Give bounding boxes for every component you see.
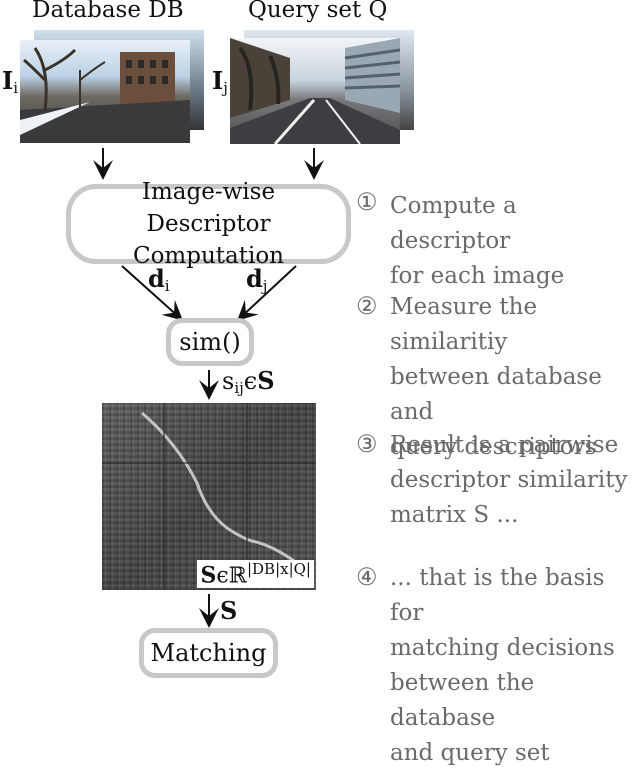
descriptor-box-line1: Image-wise (141, 179, 276, 205)
matching-box-label: Matching (150, 639, 267, 667)
arrows-layer (93, 148, 324, 628)
step-1-number: ① (356, 188, 378, 216)
query-image-label: Ij (212, 66, 228, 97)
database-image (20, 40, 190, 143)
database-header: Database DB (32, 0, 184, 23)
database-image-label: Ii (2, 66, 19, 97)
database-image-scene (20, 47, 190, 143)
step-2-number: ② (356, 292, 378, 320)
descriptor-computation-box: Image-wise Descriptor Computation (66, 179, 351, 269)
sim-box-label: sim() (179, 328, 241, 356)
step-4-number: ④ (356, 563, 378, 591)
similarity-element-label: sijϵS (222, 366, 275, 397)
query-image (230, 38, 400, 144)
descriptor-box-line2: Descriptor Computation (132, 211, 284, 269)
step-3-number: ③ (356, 430, 378, 458)
matrix-diagonal (102, 403, 316, 590)
arrow-di-to-sim (121, 265, 183, 321)
matching-box: Matching (139, 628, 278, 678)
similarity-matrix: Sϵℝ|DB|x|Q| (102, 403, 316, 590)
descriptor-dj-label: dj (246, 264, 268, 295)
arrow-dj-to-sim (237, 265, 297, 321)
descriptor-di-label: di (148, 264, 170, 295)
query-image-scene (230, 38, 400, 144)
matrix-s-label: S (220, 596, 238, 625)
matrix-label: Sϵℝ|DB|x|Q| (197, 559, 314, 588)
sim-box: sim() (166, 318, 254, 366)
query-header: Query set Q (248, 0, 388, 23)
